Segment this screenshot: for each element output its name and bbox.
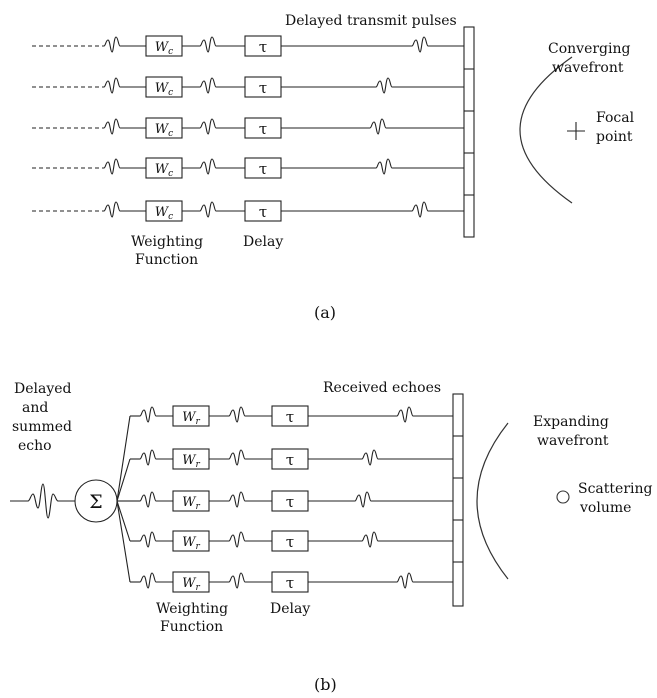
- weight-label: Wc: [155, 205, 173, 222]
- received-echo-icon: [354, 491, 372, 508]
- weight-label: Wr: [182, 495, 200, 512]
- weight-label: Wr: [182, 535, 200, 552]
- wavefront-label-a-2: wavefront: [552, 60, 624, 76]
- weighted-echo-icon: [139, 449, 157, 466]
- weight-label: Wc: [155, 40, 173, 57]
- delay-symbol: τ: [259, 38, 267, 56]
- weight-label: Wr: [182, 576, 200, 593]
- received-echo-icon: [361, 449, 379, 466]
- delay-symbol: τ: [286, 408, 294, 426]
- delay-symbol: τ: [259, 120, 267, 138]
- weight-label: Wc: [155, 122, 173, 139]
- weighted-pulse-icon: [199, 36, 217, 53]
- weighted-echo-icon: [139, 531, 157, 548]
- input-pulse-icon: [103, 36, 121, 53]
- expanding-wavefront-arc: [476, 422, 509, 580]
- delay-label-a: Delay: [243, 234, 283, 250]
- wavefront-label-b-1: Expanding: [533, 414, 609, 430]
- weighting-label-b-2: Function: [160, 619, 223, 635]
- weighting-label-b-1: Weighting: [156, 601, 228, 617]
- delay-symbol: τ: [259, 203, 267, 221]
- delay-label-b: Delay: [270, 601, 310, 617]
- left-label-3: summed: [12, 419, 72, 435]
- wavefront-label-a-1: Converging: [548, 41, 631, 57]
- weighted-pulse-icon: [199, 118, 217, 135]
- received-echo-icon: [361, 531, 379, 548]
- channel-a: Wc τ: [32, 117, 464, 139]
- scattering-label-2: volume: [579, 500, 631, 516]
- delay-symbol: τ: [259, 79, 267, 97]
- delay-symbol: τ: [286, 493, 294, 511]
- delayed-pulse-icon: [411, 201, 429, 218]
- channel-a: Wc τ: [32, 35, 464, 57]
- channel-b: Wr τ: [116, 500, 453, 552]
- scattering-volume-icon: [556, 490, 570, 504]
- channel-a: Wc τ: [32, 157, 464, 179]
- weighting-label-a-2: Function: [135, 252, 198, 268]
- focal-point-label-2: point: [596, 129, 633, 145]
- transmit-pulses-label: Delayed transmit pulses: [285, 13, 457, 29]
- weight-label: Wr: [182, 410, 200, 427]
- delay-symbol: τ: [286, 533, 294, 551]
- delayed-pulse-icon: [369, 118, 387, 135]
- array-element-dividers-a: [464, 68, 474, 196]
- delay-symbol: τ: [286, 574, 294, 592]
- delayed-echo-icon: [228, 449, 246, 466]
- weighted-echo-icon: [139, 491, 157, 508]
- weight-label: Wc: [155, 162, 173, 179]
- delayed-echo-icon: [228, 491, 246, 508]
- delayed-echo-icon: [228, 406, 246, 423]
- left-label-4: echo: [18, 438, 52, 454]
- delayed-pulse-icon: [411, 36, 429, 53]
- wavefront-label-b-2: wavefront: [537, 433, 609, 449]
- delay-symbol: τ: [286, 451, 294, 469]
- delayed-pulse-icon: [375, 158, 393, 175]
- channel-b: Wr τ: [116, 448, 453, 502]
- transducer-array-b: [452, 393, 464, 607]
- converging-wavefront-arc: [519, 56, 573, 204]
- channel-b: Wr τ: [116, 405, 453, 502]
- delayed-echo-icon: [228, 572, 246, 589]
- weighting-label-a-1: Weighting: [131, 234, 203, 250]
- channel-a: Wc τ: [32, 200, 464, 222]
- delayed-echo-icon: [228, 531, 246, 548]
- delayed-pulse-icon: [375, 77, 393, 94]
- input-pulse-icon: [103, 201, 121, 218]
- weighted-pulse-icon: [199, 77, 217, 94]
- received-echo-icon: [396, 406, 414, 423]
- weighted-pulse-icon: [199, 158, 217, 175]
- left-label-2: and: [22, 400, 48, 416]
- caption-b: (b): [314, 675, 337, 694]
- focal-point-icon: [567, 122, 585, 140]
- weight-label: Wc: [155, 81, 173, 98]
- weighted-pulse-icon: [199, 201, 217, 218]
- sum-symbol: Σ: [89, 491, 102, 513]
- delay-symbol: τ: [259, 160, 267, 178]
- weight-label: Wr: [182, 453, 200, 470]
- channel-a: Wc τ: [32, 76, 464, 98]
- input-pulse-icon: [103, 118, 121, 135]
- array-element-dividers-b: [453, 435, 463, 563]
- summed-echo-wave: [10, 483, 75, 519]
- input-pulse-icon: [103, 77, 121, 94]
- transducer-array-a: [463, 26, 475, 238]
- weighted-echo-icon: [139, 572, 157, 589]
- channel-b: Wr τ: [116, 500, 453, 593]
- input-pulse-icon: [103, 158, 121, 175]
- received-echoes-label: Received echoes: [323, 380, 441, 396]
- diagram-b: Delayed and summed echo Σ Received echoe…: [10, 380, 653, 694]
- scattering-label-1: Scattering: [578, 481, 653, 497]
- caption-a: (a): [314, 303, 336, 322]
- weighted-echo-icon: [139, 406, 157, 423]
- focal-point-label-1: Focal: [596, 110, 635, 126]
- channel-b: Wr τ: [117, 490, 453, 512]
- left-label-1: Delayed: [14, 381, 72, 397]
- received-echo-icon: [396, 572, 414, 589]
